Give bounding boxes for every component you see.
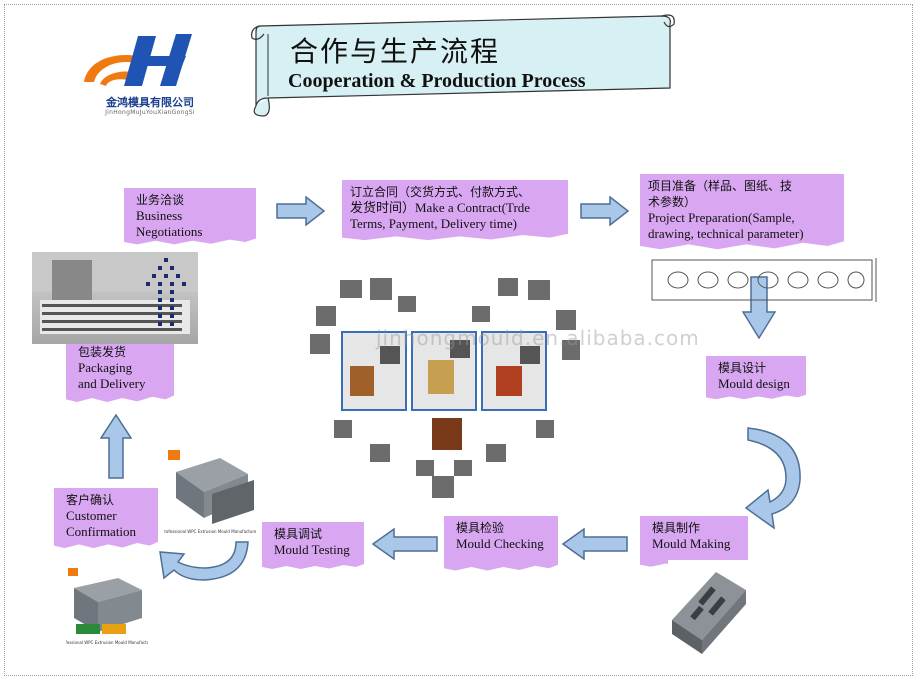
customer-confirmation-photo: Professional WPC Extrusion Mould Manufac… xyxy=(66,566,148,648)
arrow-right-1 xyxy=(276,196,326,226)
step-label-en: Project Preparation(Sample, xyxy=(648,210,795,225)
step-make-contract: 订立合同（交货方式、付款方式、 发货时间）Make a Contract(Trd… xyxy=(342,180,568,241)
step-label-en: and Delivery xyxy=(78,376,146,391)
company-name-cn: 金鸿模具有限公司 xyxy=(106,96,194,109)
title-scroll-banner xyxy=(251,14,675,117)
arrow-right-2 xyxy=(580,196,630,226)
step-label-cn: 业务洽谈 xyxy=(136,193,185,207)
step-label-cn: 模具设计 xyxy=(718,361,767,375)
curved-arrow-left xyxy=(159,541,249,581)
step-label-en: Terms, Payment, Delivery time) xyxy=(350,216,517,231)
step-label-mixed: 发货时间）Make a Contract(Trde xyxy=(350,200,531,215)
svg-text:Professional WPC Extrusion Mou: Professional WPC Extrusion Mould Manufac… xyxy=(164,529,256,534)
step-label-cn: 模具检验 xyxy=(456,521,505,535)
step-mould-testing: 模具调试 Mould Testing xyxy=(262,522,364,569)
step-label-en: Mould Checking xyxy=(456,536,544,551)
step-label-cn: 模具制作 xyxy=(652,521,701,535)
warehouse-photo xyxy=(32,252,198,344)
curved-arrow-down xyxy=(744,427,801,530)
profile-technical-drawing xyxy=(651,258,877,302)
arrow-left-2 xyxy=(372,528,438,560)
step-label-cn: 项目准备（样品、图纸、技 xyxy=(648,179,793,193)
step-label-en: Customer xyxy=(66,508,117,523)
step-business-negotiations: 业务洽谈 Business Negotiations xyxy=(124,188,256,245)
product-heart-collage xyxy=(310,278,580,498)
step-label-en: Mould Making xyxy=(652,536,731,551)
arrow-left-1 xyxy=(562,528,628,560)
jh-logo-mark xyxy=(84,34,192,86)
title-en: Cooperation & Production Process xyxy=(288,70,586,92)
step-label-en: Negotiations xyxy=(136,224,203,239)
step-customer-confirmation: 客户确认 Customer Confirmation xyxy=(54,488,158,549)
step-label-cn: 包装发货 xyxy=(78,345,127,359)
step-label-cn: 模具调试 xyxy=(274,527,323,541)
company-name-pinyin: JinHongMuJuYouXianGongSi xyxy=(105,109,195,116)
step-project-preparation: 项目准备（样品、图纸、技 术参数） Project Preparation(Sa… xyxy=(640,174,844,250)
step-label-en: drawing, technical parameter) xyxy=(648,226,804,241)
step-label-en: Mould Testing xyxy=(274,542,350,557)
step-label-en: Mould design xyxy=(718,376,790,391)
step-packaging-delivery: 包装发货 Packaging and Delivery xyxy=(66,340,174,403)
step-mould-making: 模具制作 Mould Making xyxy=(640,516,748,567)
company-logo: 金鸿模具有限公司 JinHongMuJuYouXianGongSi xyxy=(80,28,220,120)
svg-text:Professional WPC Extrusion Mou: Professional WPC Extrusion Mould Manufac… xyxy=(66,640,148,645)
watermark-url: jinhongmould.en.alibaba.com xyxy=(376,326,700,350)
step-mould-design: 模具设计 Mould design xyxy=(706,356,806,400)
step-label-cn: 客户确认 xyxy=(66,493,115,507)
step-label-cn: 术参数） xyxy=(648,195,697,209)
step-mould-checking: 模具检验 Mould Checking xyxy=(444,516,558,571)
outer-border xyxy=(4,4,913,676)
step-label-en: Packaging xyxy=(78,360,133,375)
mould-testing-photo: Professional WPC Extrusion Mould Manufac… xyxy=(164,444,256,536)
title-cn: 合作与生产流程 xyxy=(290,35,501,68)
step-label-en: Business xyxy=(136,208,183,223)
arrow-up-1 xyxy=(100,414,132,479)
step-label-en: Confirmation xyxy=(66,524,137,539)
mould-making-photo xyxy=(668,560,748,656)
step-label-cn: 订立合同（交货方式、付款方式、 xyxy=(350,185,531,199)
arrow-down-1 xyxy=(742,276,776,340)
